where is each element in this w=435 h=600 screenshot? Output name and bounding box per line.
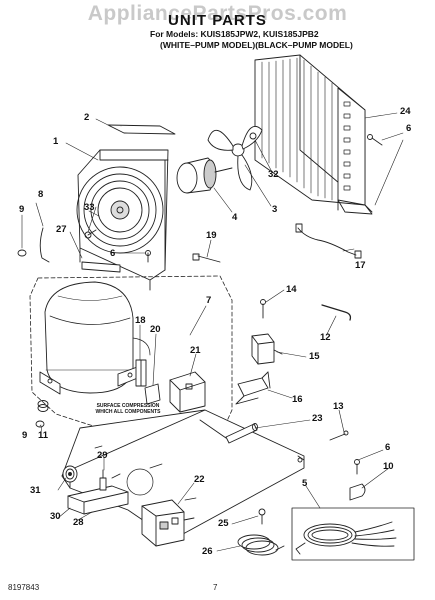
callout-28: 28: [73, 517, 84, 528]
watermark: AppliancePartsPros.com: [87, 2, 348, 25]
drain-hose: [237, 534, 285, 556]
compressor-note-line-1: SURFACE COMPRESSION: [96, 403, 160, 409]
callout-33: 33: [84, 202, 95, 213]
callout-27: 27: [56, 224, 67, 235]
drain-pump: [141, 499, 195, 547]
callout-30: 30: [50, 511, 61, 522]
wire-bracket: [39, 227, 50, 263]
callout-10: 10: [383, 461, 394, 472]
callout-5: 5: [302, 478, 308, 489]
callout-13: 13: [333, 401, 344, 412]
model-subtitle: For Models: KUIS185JPW2, KUIS185JPB2 (WH…: [150, 29, 353, 50]
doc-number: 8197843: [8, 583, 40, 592]
callout-4: 4: [232, 212, 238, 223]
callout-9-lower: 9: [22, 430, 28, 441]
grommet-9-upper: [17, 249, 27, 257]
callout-3: 3: [272, 204, 278, 215]
callout-25: 25: [218, 518, 229, 529]
callout-26: 26: [202, 546, 213, 557]
callout-2: 2: [84, 112, 90, 123]
knob-31: [62, 465, 78, 483]
callout-17: 17: [355, 260, 366, 271]
callout-8: 8: [38, 189, 44, 200]
power-cord-kit: [291, 507, 415, 561]
callout-31: 31: [30, 485, 41, 496]
condenser-tube: [199, 419, 258, 444]
callout-24: 24: [400, 106, 411, 117]
callout-1: 1: [53, 136, 59, 147]
screw-25: [258, 508, 266, 525]
callout-16: 16: [292, 394, 303, 405]
callout-6-lower: 6: [385, 442, 391, 453]
page-title: UNIT PARTS: [168, 12, 267, 29]
callout-32: 32: [268, 169, 279, 180]
callout-19: 19: [206, 230, 217, 241]
callout-22: 22: [194, 474, 205, 485]
compressor-note-line-2: WHICH ALL COMPONENTS: [95, 409, 161, 415]
callout-18: 18: [135, 315, 146, 326]
callout-9-upper: 9: [19, 204, 25, 215]
switch-bracket: [67, 469, 129, 515]
callout-6-left: 6: [110, 248, 116, 259]
callout-29: 29: [97, 450, 108, 461]
callout-6-right: 6: [406, 123, 412, 134]
drain-tube: [321, 304, 352, 321]
cable-tie: [192, 253, 221, 263]
colors-line: (WHITE–PUMP MODEL)(BLACK–PUMP MODEL): [160, 39, 353, 50]
condenser-coil: [254, 54, 373, 215]
callout-23: 23: [312, 413, 323, 424]
callout-20: 20: [150, 324, 161, 335]
leader-lines: [21, 112, 404, 552]
callout-12: 12: [320, 332, 331, 343]
electrical-components: [135, 359, 206, 413]
callout-7: 7: [206, 295, 212, 306]
page-number: 7: [213, 583, 218, 592]
compressor-note: SURFACE COMPRESSION WHICH ALL COMPONENTS: [88, 403, 168, 415]
wire-harness: [295, 223, 362, 259]
compressor: [39, 281, 151, 395]
grommets: [35, 400, 49, 428]
callout-14: 14: [286, 284, 297, 295]
valve-bracket: [235, 371, 271, 405]
callout-21: 21: [190, 345, 201, 356]
callout-11: 11: [38, 430, 49, 441]
models-line: For Models: KUIS185JPW2, KUIS185JPB2: [150, 29, 319, 39]
fan-blade: [207, 126, 263, 191]
callout-15: 15: [309, 351, 320, 362]
screw-10-assembly: [349, 459, 366, 501]
screw-13: [329, 430, 349, 441]
fan-motor: [176, 157, 233, 194]
water-valve: [251, 299, 283, 365]
